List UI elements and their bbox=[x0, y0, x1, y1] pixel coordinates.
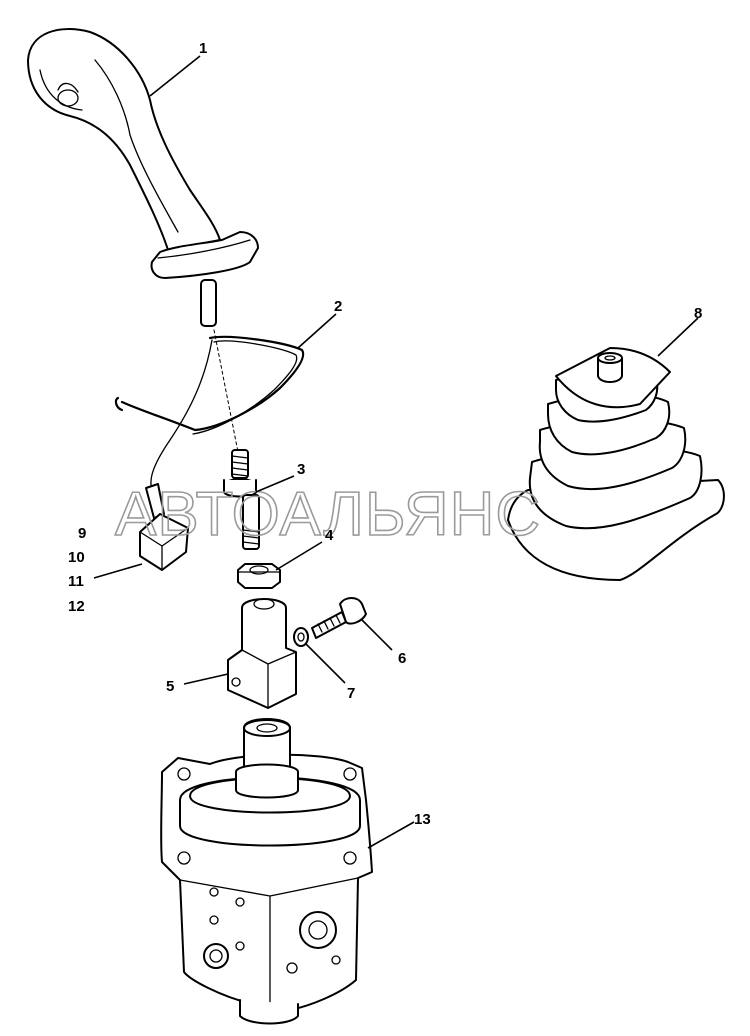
callout-labels: 1 2 3 4 5 6 7 8 9 10 11 12 13 bbox=[68, 40, 702, 828]
bolt bbox=[311, 597, 367, 639]
leader-lines bbox=[93, 55, 699, 849]
rocker-switch bbox=[139, 483, 189, 571]
callout-10: 10 bbox=[68, 549, 85, 566]
callout-12: 12 bbox=[68, 598, 85, 615]
callout-3: 3 bbox=[297, 461, 305, 478]
callout-2: 2 bbox=[334, 298, 342, 315]
joystick-handle bbox=[27, 28, 259, 327]
callout-9: 9 bbox=[78, 525, 86, 542]
callout-4: 4 bbox=[325, 527, 334, 544]
callout-7: 7 bbox=[347, 685, 355, 702]
callout-13: 13 bbox=[414, 811, 431, 828]
callout-11: 11 bbox=[68, 573, 84, 590]
threaded-stud bbox=[223, 449, 260, 550]
washer bbox=[293, 627, 309, 647]
adapter-block bbox=[227, 598, 297, 709]
rubber-boot bbox=[507, 347, 725, 581]
callout-6: 6 bbox=[398, 650, 406, 667]
callout-8: 8 bbox=[694, 305, 702, 322]
callout-5: 5 bbox=[166, 678, 174, 695]
callout-1: 1 bbox=[199, 40, 207, 57]
nut bbox=[237, 563, 281, 589]
pilot-valve-body bbox=[160, 718, 373, 1025]
watermark-text: АВТОАЛЬЯНС bbox=[115, 480, 541, 549]
